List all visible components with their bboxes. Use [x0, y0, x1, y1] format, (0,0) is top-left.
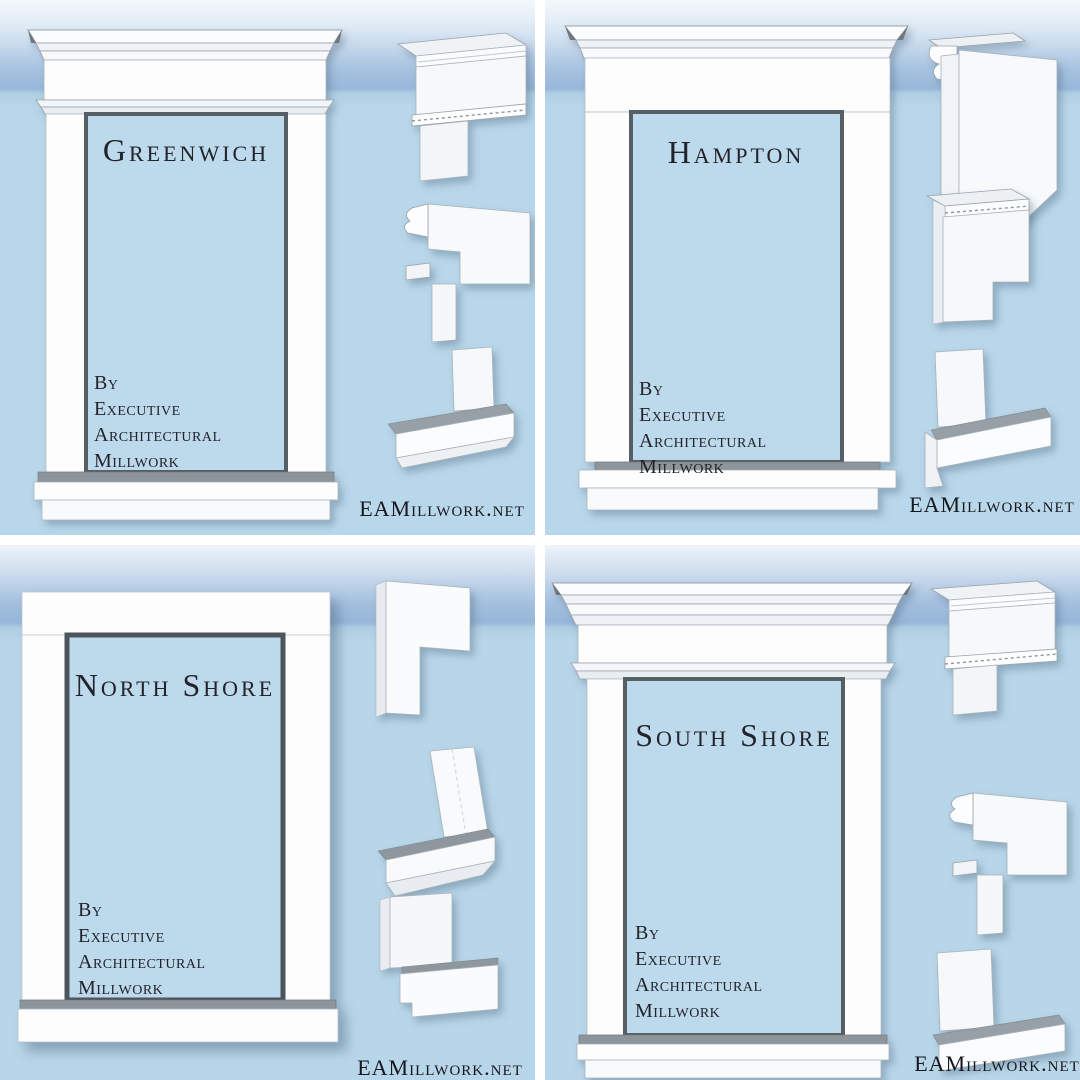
north-shore-opening: [64, 632, 286, 1003]
byline-line: By: [78, 899, 103, 921]
website-url: EAMillwork.net: [357, 1055, 523, 1080]
byline: By Executive Architectural Millwork: [639, 376, 767, 480]
style-title: North Shore: [74, 667, 276, 703]
greenwich-casing-detail: [404, 203, 531, 343]
south-shore-header-detail: [929, 580, 1058, 716]
byline-line: Executive: [639, 404, 726, 426]
greenwich-header-detail: [396, 32, 528, 182]
byline: By Executive Architectural Millwork: [635, 920, 763, 1024]
south-shore-window-rendering: [551, 580, 1068, 1079]
panel-hampton: Hampton By Executive Architectural Millw…: [545, 0, 1080, 535]
website-url: EAMillwork.net: [914, 1051, 1080, 1076]
panel-south-shore: South Shore By Executive Architectural M…: [545, 545, 1080, 1080]
byline-line: By: [94, 372, 119, 394]
panel-north-shore: North Shore By Executive Architectural M…: [0, 545, 535, 1080]
hampton-opening: [629, 110, 844, 464]
byline-line: By: [635, 922, 660, 944]
byline-line: Executive: [635, 948, 722, 970]
byline-line: Executive: [78, 925, 165, 947]
north-shore-window-rendering: [17, 580, 499, 1043]
website-url: EAMillwork.net: [359, 496, 525, 521]
hampton-window-frame: [563, 25, 910, 511]
hampton-window-rendering: [563, 25, 1058, 511]
hampton-sill-detail: [924, 348, 1052, 489]
byline-line: Millwork: [94, 450, 180, 472]
website-url: EAMillwork.net: [909, 492, 1075, 517]
style-title: Greenwich: [102, 132, 270, 168]
byline-line: Architectural: [635, 974, 763, 996]
south-shore-opening: [623, 677, 845, 1037]
byline-line: Millwork: [635, 1000, 721, 1022]
panel-greenwich: Greenwich By Executive Architectural Mil…: [0, 0, 535, 535]
south-shore-window-frame: [551, 582, 913, 1079]
byline: By Executive Architectural Millwork: [78, 897, 206, 1001]
greenwich-window-rendering: [27, 29, 531, 521]
byline-line: Architectural: [78, 951, 206, 973]
byline-line: By: [639, 378, 664, 400]
north-shore-window-frame: [17, 591, 339, 1043]
byline-line: Architectural: [94, 424, 222, 446]
byline-line: Millwork: [78, 977, 164, 999]
greenwich-sill-detail: [387, 346, 515, 469]
south-shore-crown-profile-detail: [949, 792, 1068, 936]
byline: By Executive Architectural Millwork: [94, 370, 222, 474]
hampton-crown-detail: [927, 32, 1058, 231]
north-shore-apron-detail: [379, 892, 499, 1018]
greenwich-opening: [84, 112, 288, 474]
north-shore-casing-sill-detail: [377, 746, 497, 897]
style-title: South Shore: [635, 717, 833, 753]
byline-line: Executive: [94, 398, 181, 420]
byline-line: Millwork: [639, 456, 725, 478]
hampton-head-band-detail: [925, 188, 1031, 325]
greenwich-window-frame: [27, 29, 343, 521]
style-title: Hampton: [667, 134, 805, 170]
north-shore-corner-detail: [375, 580, 471, 718]
byline-line: Architectural: [639, 430, 767, 452]
south-shore-sill-detail: [932, 948, 1066, 1072]
